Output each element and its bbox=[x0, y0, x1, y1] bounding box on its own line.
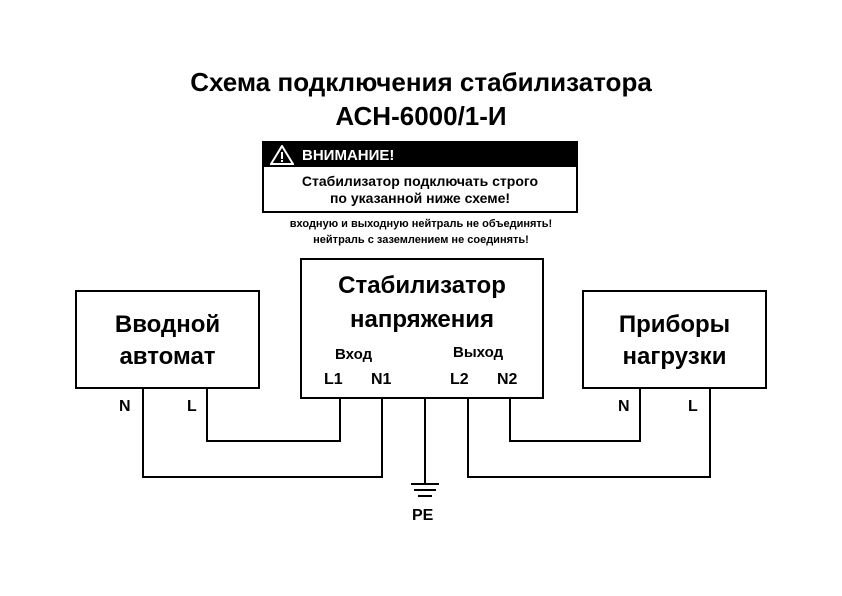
stabilizer-box: Стабилизатор напряжения Вход Выход L1 N1… bbox=[300, 258, 544, 399]
warning-box: ВНИМАНИЕ! Стабилизатор подключать строго… bbox=[262, 141, 578, 213]
stabilizer-output-label: Выход bbox=[453, 344, 504, 361]
input-breaker-term-n: N bbox=[119, 398, 131, 415]
input-breaker-term-l: L bbox=[187, 398, 197, 415]
load-label-line1: Приборы bbox=[618, 311, 731, 338]
note-line2: нейтраль с заземлением не соединять! bbox=[313, 234, 529, 246]
warning-header-text: ВНИМАНИЕ! bbox=[302, 146, 395, 164]
stabilizer-input-label: Вход bbox=[335, 346, 373, 363]
diagram-title-line2: АСН-6000/1-И bbox=[335, 101, 507, 131]
load-term-n: N bbox=[618, 398, 630, 415]
stabilizer-term-n2: N2 bbox=[497, 371, 518, 388]
note-line1: входную и выходную нейтраль не объединят… bbox=[289, 218, 553, 230]
wire-output-phase bbox=[467, 389, 711, 478]
wire-input-phase bbox=[206, 389, 341, 442]
load-box: Приборы нагрузки bbox=[582, 290, 767, 389]
load-term-l: L bbox=[688, 398, 698, 415]
ground-label: PE bbox=[412, 507, 434, 524]
warning-body-line2: по указанной ниже схеме! bbox=[329, 190, 511, 206]
ground-symbol-icon bbox=[411, 483, 439, 497]
wire-input-neutral bbox=[142, 389, 383, 478]
stabilizer-label-line1: Стабилизатор bbox=[338, 272, 506, 299]
load-label-line2: нагрузки bbox=[622, 343, 727, 370]
input-breaker-box: Вводной автомат bbox=[75, 290, 260, 389]
warning-body-line1: Стабилизатор подключать строго bbox=[301, 173, 539, 189]
warning-header: ВНИМАНИЕ! bbox=[264, 143, 576, 167]
warning-body: Стабилизатор подключать строго по указан… bbox=[264, 167, 576, 207]
stabilizer-term-l2: L2 bbox=[450, 371, 469, 388]
input-breaker-label-line2: автомат bbox=[119, 343, 216, 370]
stabilizer-term-l1: L1 bbox=[324, 371, 343, 388]
stabilizer-label-line2: напряжения bbox=[350, 306, 494, 333]
input-breaker-label-line1: Вводной bbox=[114, 311, 221, 338]
warning-triangle-icon bbox=[269, 144, 295, 165]
stabilizer-term-n1: N1 bbox=[371, 371, 392, 388]
diagram-title-line1: Схема подключения стабилизатора bbox=[190, 67, 652, 97]
wire-output-neutral bbox=[509, 389, 641, 442]
